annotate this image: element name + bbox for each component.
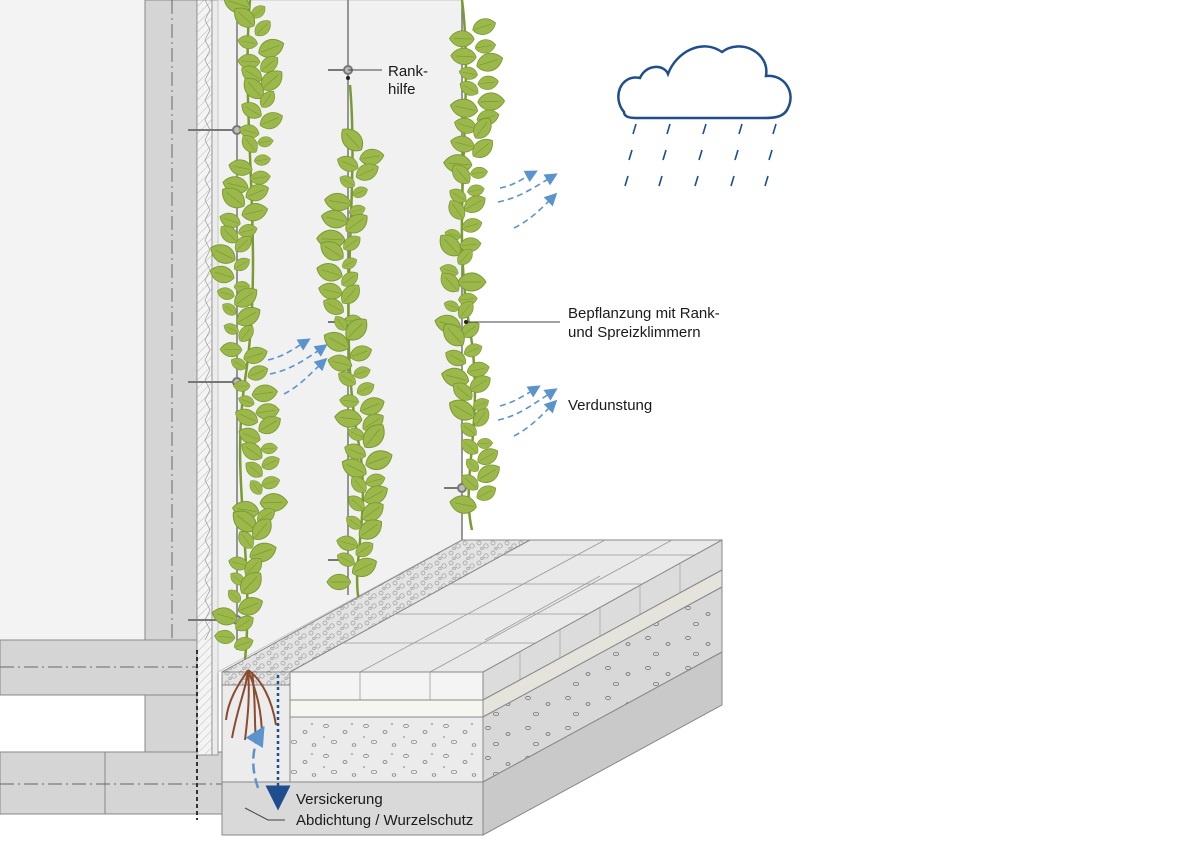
label-bepflanzung-line1: Bepflanzung mit Rank- — [568, 305, 720, 322]
paving-front — [289, 671, 484, 701]
climbing-plants — [206, 0, 506, 661]
label-abdichtung: Abdichtung / Wurzelschutz — [296, 812, 474, 829]
base-layer-front — [289, 716, 484, 783]
wall-column — [144, 0, 198, 651]
label-versickerung: Versickerung — [296, 791, 383, 808]
interior-room — [0, 0, 145, 640]
basement-wall — [144, 694, 198, 756]
leader-abdichtung — [244, 807, 285, 821]
label-rankhilfe-line2: hilfe — [388, 81, 416, 98]
cloud-icon — [617, 45, 792, 120]
evaporation-arrows — [267, 170, 558, 437]
infiltration-arrows — [245, 675, 291, 811]
label-bepflanzung-line2: und Spreizklimmern — [568, 324, 701, 341]
label-rankhilfe-line1: Rank- — [388, 63, 429, 80]
building-wall — [0, 0, 246, 820]
rain-drops — [624, 123, 777, 187]
subsoil-side — [482, 651, 723, 836]
bedding-front — [289, 699, 484, 718]
insulation-layer — [196, 0, 213, 756]
rain-cloud — [617, 45, 792, 187]
label-verdunstung: Verdunstung — [568, 397, 653, 414]
leader-lines — [244, 69, 560, 821]
foundation — [0, 751, 246, 815]
render-layer — [211, 0, 219, 756]
plant-roots — [225, 669, 277, 741]
capillary-arrow — [245, 725, 265, 789]
